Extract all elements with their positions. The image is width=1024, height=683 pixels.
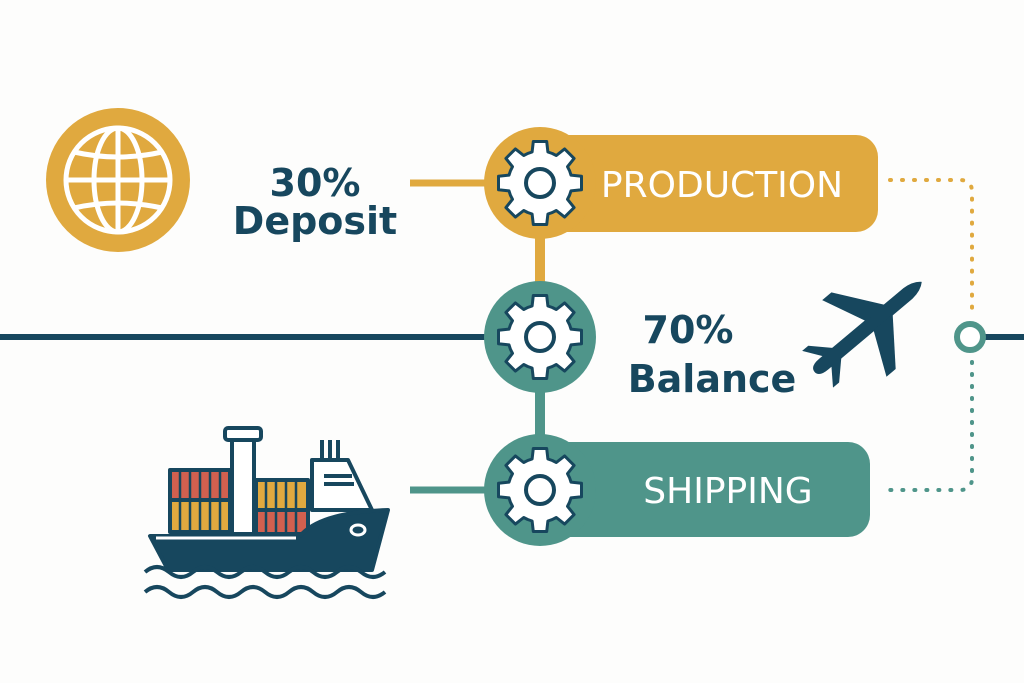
globe-icon bbox=[46, 108, 190, 252]
balance-label: Balance bbox=[628, 357, 797, 401]
gear-icon bbox=[497, 447, 583, 533]
shipping-step: SHIPPING bbox=[484, 434, 870, 546]
balance-step bbox=[484, 281, 596, 393]
shipping-label: SHIPPING bbox=[643, 471, 812, 512]
balance-percent: 70% bbox=[643, 308, 734, 352]
deposit-percent: 30% bbox=[270, 161, 361, 205]
production-step: PRODUCTION bbox=[484, 127, 878, 239]
gear-icon bbox=[497, 294, 583, 380]
endpoint-node bbox=[954, 321, 986, 353]
cargo-ship-icon bbox=[143, 426, 390, 599]
deposit-label: Deposit bbox=[233, 199, 397, 243]
dotted-path-shipping bbox=[888, 360, 974, 492]
airplane-icon bbox=[802, 281, 922, 388]
production-label: PRODUCTION bbox=[601, 165, 843, 206]
gear-icon bbox=[497, 140, 583, 226]
